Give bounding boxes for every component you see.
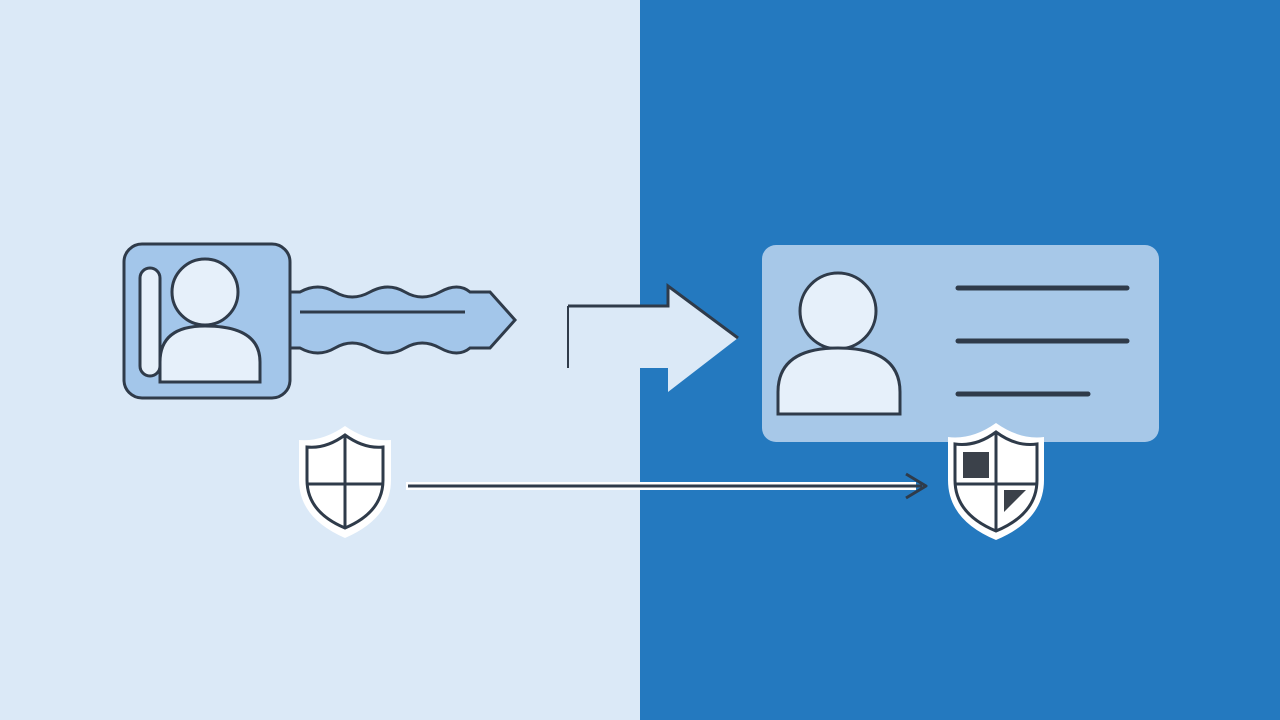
flow-arrow-edge <box>568 283 739 340</box>
long-arrow-right-icon <box>406 472 928 500</box>
id-card-icon <box>762 245 1159 442</box>
key-blade <box>283 285 518 355</box>
security-shield-icon <box>948 423 1044 540</box>
left-panel <box>0 0 640 720</box>
key-person-head <box>170 257 240 327</box>
shield-right-square <box>963 452 989 478</box>
shield-right-triangle <box>1004 490 1026 512</box>
flow-arrow-shape <box>568 286 738 392</box>
shield-icon <box>299 426 391 538</box>
id-card-person-head <box>798 271 878 351</box>
thin-arrow-head <box>905 472 928 500</box>
key-slot <box>138 266 162 378</box>
right-arrow-icon <box>567 283 739 392</box>
id-card-person-body <box>776 346 902 416</box>
user-key-icon <box>122 242 518 400</box>
key-person-body <box>158 324 262 384</box>
